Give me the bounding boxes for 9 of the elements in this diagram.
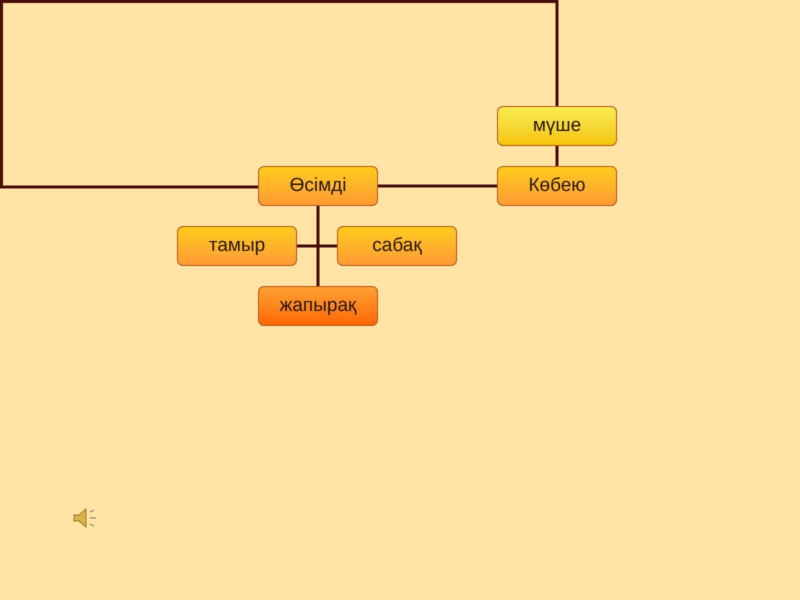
node-box: Өсімді bbox=[258, 166, 378, 206]
node-box: жапырақ bbox=[258, 286, 378, 326]
connector-line bbox=[0, 0, 558, 188]
connector-line bbox=[378, 184, 497, 188]
node-box: тамыр bbox=[177, 226, 297, 266]
node-box: Көбею bbox=[497, 166, 617, 206]
connector-line bbox=[556, 146, 558, 166]
node-box: мүше bbox=[497, 106, 617, 146]
node-box: сабақ bbox=[337, 226, 457, 266]
